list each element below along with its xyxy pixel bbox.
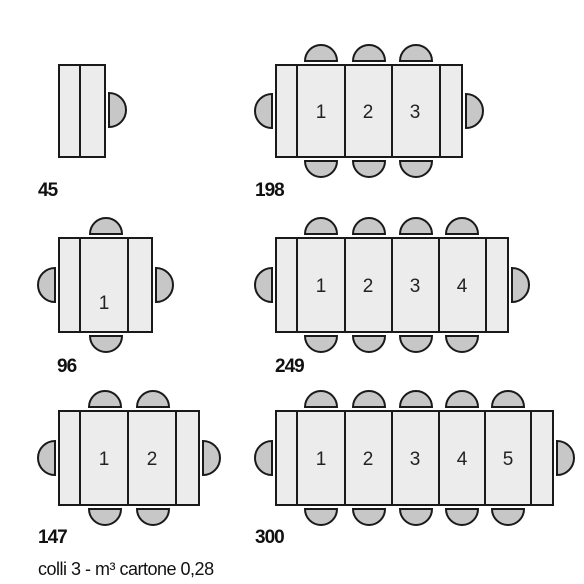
length-label: 300	[255, 527, 284, 548]
chair-top	[303, 44, 339, 62]
chair-bottom	[444, 335, 480, 353]
config-45: 45	[38, 64, 127, 201]
chair-bottom	[88, 335, 124, 353]
chair-bottom	[303, 160, 339, 178]
chair-top	[398, 44, 434, 62]
chair-bottom	[490, 508, 526, 526]
chair-top	[490, 390, 526, 408]
chair-right	[511, 266, 530, 304]
length-label: 198	[255, 180, 284, 201]
chair-top	[303, 217, 339, 235]
section-number: 1	[99, 293, 110, 314]
chair-left	[254, 439, 273, 477]
chair-top	[303, 390, 339, 408]
chair-left	[37, 266, 56, 304]
section-number: 2	[363, 102, 374, 123]
chair-bottom	[398, 508, 434, 526]
section-number: 3	[410, 102, 421, 123]
chair-top	[398, 390, 434, 408]
chair-top	[351, 217, 387, 235]
section-number: 1	[316, 276, 327, 297]
chair-top	[135, 390, 171, 408]
section-number: 4	[457, 449, 468, 470]
length-label: 45	[38, 180, 59, 201]
length-label: 96	[57, 356, 77, 377]
config-147: 1 2 147	[37, 390, 221, 548]
chair-left	[37, 439, 56, 477]
chair-bottom	[444, 508, 480, 526]
chair-bottom	[303, 335, 339, 353]
chair-bottom	[135, 508, 171, 526]
chair-left	[254, 266, 273, 304]
chair-top	[87, 390, 123, 408]
chair-bottom	[87, 508, 123, 526]
section-number: 2	[363, 276, 374, 297]
chair-top	[351, 44, 387, 62]
chair-top	[398, 217, 434, 235]
section-number: 4	[457, 276, 468, 297]
chair-right	[465, 92, 484, 130]
chair-top	[444, 217, 480, 235]
chair-top	[351, 390, 387, 408]
section-number: 3	[410, 449, 421, 470]
chair-right	[556, 439, 575, 477]
chair-bottom	[303, 508, 339, 526]
config-300: 1 2 3 4 5 300	[254, 390, 575, 548]
section-number: 1	[99, 449, 110, 470]
config-249: 1 2 3 4 249	[254, 217, 530, 377]
chair-bottom	[351, 335, 387, 353]
chair-right	[155, 266, 174, 304]
chair-right	[202, 439, 221, 477]
table-top	[275, 64, 463, 158]
chair-bottom	[398, 160, 434, 178]
config-198: 1 2 3 198	[254, 44, 484, 201]
chair-right	[108, 91, 127, 129]
config-96: 1 96	[37, 217, 174, 377]
chair-bottom	[351, 160, 387, 178]
length-label: 249	[275, 356, 304, 377]
chair-bottom	[351, 508, 387, 526]
section-number: 2	[147, 449, 158, 470]
section-number: 3	[410, 276, 421, 297]
section-number: 5	[503, 449, 514, 470]
table-top	[58, 64, 106, 158]
section-number: 2	[363, 449, 374, 470]
chair-bottom	[398, 335, 434, 353]
length-label: 147	[38, 527, 67, 548]
chair-top	[88, 217, 124, 235]
packaging-caption: colli 3 - m³ cartone 0,28	[38, 559, 214, 579]
table-top	[58, 237, 153, 333]
table-top	[275, 410, 554, 506]
chair-left	[254, 92, 273, 130]
section-number: 1	[316, 102, 327, 123]
section-number: 1	[316, 449, 327, 470]
chair-top	[444, 390, 480, 408]
